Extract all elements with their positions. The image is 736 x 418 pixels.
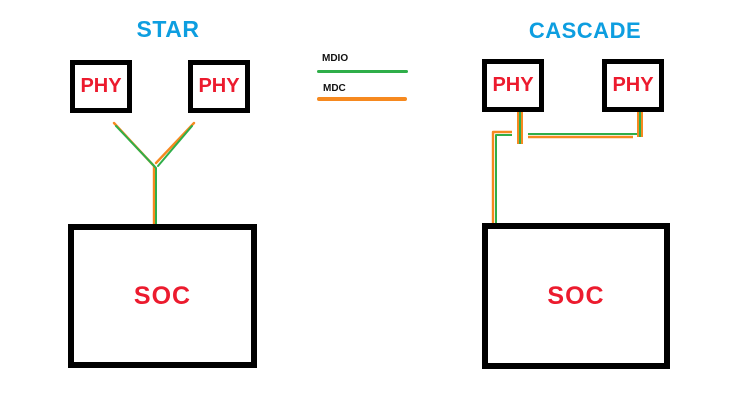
legend-mdio-swatch (317, 70, 408, 73)
star-phy-left-label: PHY (80, 75, 122, 97)
cascade-soc-box: SOC (482, 223, 670, 369)
star-phy-right-box: PHY (188, 60, 250, 113)
cascade-phy-right-box: PHY (602, 59, 664, 112)
legend-mdc-swatch (317, 97, 407, 101)
legend-mdio-label: MDIO (322, 53, 349, 64)
cascade-soc-label: SOC (547, 281, 605, 310)
cascade-phy-left-label: PHY (492, 74, 534, 96)
cascade-title: CASCADE (528, 18, 642, 43)
legend-mdc-label: MDC (323, 83, 346, 94)
star-soc-box: SOC (68, 224, 257, 368)
star-soc-label: SOC (133, 281, 192, 310)
cascade-phy-left-box: PHY (482, 59, 544, 112)
star-phy-right-label: PHY (198, 75, 240, 97)
star-title: STAR (136, 16, 200, 42)
cascade-phy-right-label: PHY (612, 74, 654, 96)
star-phy-left-box: PHY (70, 60, 132, 113)
cascade-bus-connector (491, 112, 643, 227)
star-y-connector (112, 121, 196, 229)
